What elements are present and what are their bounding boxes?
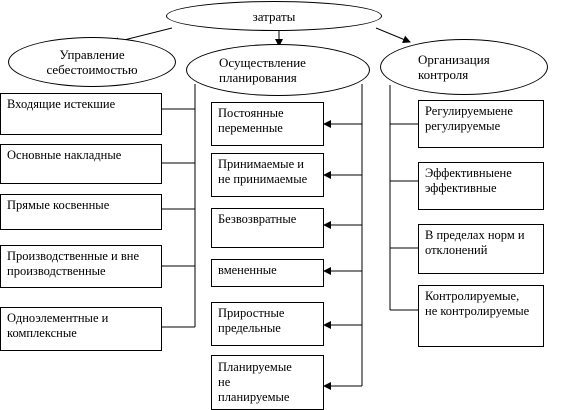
cost-management-item: Основные накладные (0, 144, 162, 184)
root-label: затраты (252, 8, 296, 24)
cost-management-item: Одноэлементные и комплексные (0, 307, 162, 351)
planning-item: Безвозвратные (211, 208, 324, 248)
group-title: Организация контроля (418, 52, 490, 82)
planning-item: Планируемые не планируемые (211, 355, 324, 410)
planning-item: вмененные (211, 259, 324, 287)
group-cost-management: Управление себестоимостью (8, 37, 176, 87)
planning-item: Приростные предельные (211, 302, 324, 346)
group-planning: Осуществление планирования (186, 44, 370, 96)
control-item: В пределах норм и отклонений (418, 224, 544, 274)
control-item: Эффективныене эффективные (418, 162, 544, 210)
planning-item: Постоянные переменные (211, 102, 324, 146)
root-node: затраты (166, 1, 382, 31)
group-control: Организация контроля (380, 39, 548, 95)
arrow-root-to-control (375, 27, 411, 44)
cost-management-item: Входящие истекшие (0, 93, 162, 135)
planning-item: Принимаемые и не принимаемые (211, 153, 324, 197)
control-item: Регулируемыене регулируемые (418, 100, 544, 148)
cost-management-item: Производственные и вне производственные (0, 245, 162, 288)
group-title: Управление себестоимостью (46, 47, 138, 77)
cost-management-item: Прямые косвенные (0, 194, 162, 230)
control-item: Контролируемые, не контролируемые (418, 285, 544, 347)
group-title: Осуществление планирования (219, 55, 306, 85)
